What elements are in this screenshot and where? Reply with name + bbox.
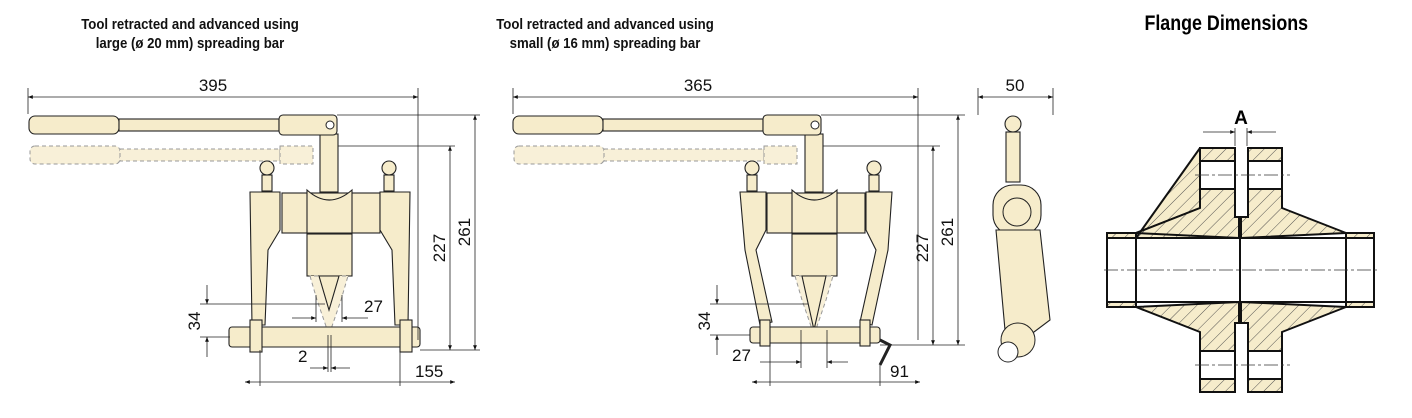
dim-height-retracted: 227 (913, 234, 932, 262)
dim-height-retracted: 227 (430, 234, 449, 262)
caption-line: Tool retracted and advanced using (81, 16, 299, 33)
caption-line: Tool retracted and advanced using (496, 16, 714, 33)
dim-length: 395 (199, 76, 227, 95)
dim-gap: 2 (298, 347, 307, 366)
caption-line: small (ø 16 mm) spreading bar (509, 35, 701, 52)
flange-section-drawing: A (1104, 108, 1380, 393)
dim-tip-width: 27 (732, 346, 751, 365)
dim-jaw-span: 91 (890, 362, 909, 381)
caption-line: large (ø 20 mm) spreading bar (95, 35, 285, 52)
dim-width: 50 (1006, 76, 1025, 95)
dim-height-total: 261 (938, 218, 957, 246)
dim-bar-height: 34 (185, 312, 204, 331)
dim-gap-a: A (1234, 108, 1248, 129)
dim-tip-width: 27 (364, 297, 383, 316)
dim-height-total: 261 (455, 218, 474, 246)
dim-jaw-span: 155 (415, 362, 443, 381)
large-bar-tool-drawing (28, 114, 421, 353)
side-view-drawing: 50 (977, 76, 1054, 363)
small-bar-tool-dimensions: 365 227 261 34 27 91 (512, 76, 965, 386)
caption-large-bar: Tool retracted and advanced using large … (58, 15, 322, 53)
dim-bar-height: 34 (695, 312, 714, 331)
dim-length: 365 (684, 76, 712, 95)
flange-title: Flange Dimensions (1144, 12, 1309, 35)
large-bar-tool-dimensions: 395 227 261 34 27 2 155 (27, 76, 480, 386)
small-bar-tool-drawing (512, 114, 893, 366)
caption-small-bar: Tool retracted and advanced using small … (473, 15, 737, 53)
